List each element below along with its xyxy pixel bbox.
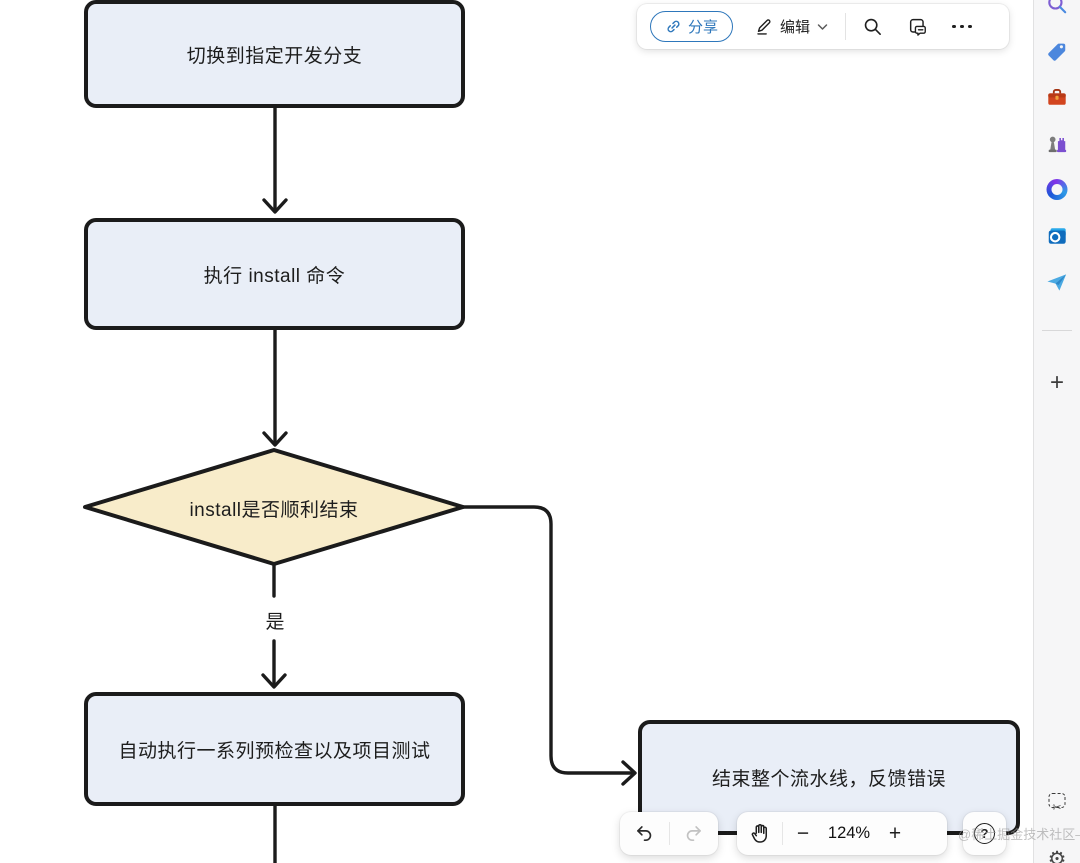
hand-icon bbox=[751, 824, 768, 843]
sidebar-divider bbox=[1042, 330, 1072, 331]
flow-node-label: 执行 install 命令 bbox=[203, 265, 346, 287]
search-icon bbox=[1048, 0, 1067, 14]
flow-node-install: 执行 install 命令 bbox=[84, 218, 465, 330]
zoom-out-button[interactable]: − bbox=[796, 822, 810, 845]
outlook-icon bbox=[1048, 228, 1066, 244]
comments-icon bbox=[909, 18, 926, 36]
sidebar-games-button[interactable] bbox=[1046, 132, 1068, 154]
screenshot-snip-icon: ✂ bbox=[1048, 793, 1066, 814]
pencil-icon bbox=[757, 19, 771, 35]
sidebar-settings-button[interactable]: ⚙ bbox=[1047, 847, 1067, 863]
share-label: 分享 bbox=[688, 19, 719, 36]
ellipsis-icon bbox=[952, 24, 956, 29]
toolbar-divider bbox=[845, 13, 847, 40]
zoom-in-button[interactable]: + bbox=[888, 822, 902, 845]
browser-sidebar: + ✂ ⚙ bbox=[1033, 0, 1080, 863]
sidebar-microsoft365-button[interactable] bbox=[1046, 179, 1068, 200]
zoom-level-label: 124% bbox=[827, 824, 871, 842]
edge-yes-label: 是 bbox=[265, 612, 285, 633]
flow-decision-label: install是否顺利结束 bbox=[189, 500, 359, 521]
flow-node-label: 自动执行一系列预检查以及项目测试 bbox=[118, 740, 431, 762]
viewer-toolbar: 分享 编辑 bbox=[637, 4, 1009, 49]
help-toolbar: ? bbox=[963, 812, 1006, 855]
redo-icon bbox=[687, 826, 702, 841]
decision-diamond bbox=[83, 448, 465, 566]
sidebar-tools-button[interactable] bbox=[1046, 86, 1068, 108]
edit-label: 编辑 bbox=[780, 19, 811, 36]
paper-plane-icon bbox=[1047, 274, 1067, 291]
sidebar-add-button[interactable]: + bbox=[1049, 369, 1065, 396]
search-button[interactable] bbox=[862, 16, 883, 37]
ellipsis-icon bbox=[960, 24, 964, 29]
sidebar-messaging-button[interactable] bbox=[1046, 271, 1069, 294]
sidebar-outlook-button[interactable] bbox=[1046, 225, 1068, 247]
flow-node-precheck-tests: 自动执行一系列预检查以及项目测试 bbox=[84, 692, 465, 806]
toolbar-divider bbox=[668, 822, 670, 845]
hand-tool-button[interactable] bbox=[749, 822, 772, 845]
toolbox-icon bbox=[1048, 89, 1066, 105]
share-button[interactable]: 分享 bbox=[650, 11, 734, 42]
undo-button[interactable] bbox=[634, 823, 655, 844]
arrowhead-1 bbox=[262, 198, 288, 214]
edge-check-fail bbox=[461, 505, 634, 775]
redo-button[interactable] bbox=[683, 823, 704, 844]
flow-node-checkout: 切换到指定开发分支 bbox=[84, 0, 465, 108]
sidebar-search-button[interactable] bbox=[1046, 0, 1068, 15]
more-options-button[interactable] bbox=[952, 24, 972, 29]
zoom-toolbar: − 124% + bbox=[737, 812, 947, 855]
help-button[interactable]: ? bbox=[974, 823, 995, 844]
toolbar-divider bbox=[782, 822, 783, 845]
arrowhead-4 bbox=[621, 760, 637, 786]
link-icon bbox=[667, 20, 680, 33]
arrowhead-3 bbox=[261, 673, 287, 689]
ellipsis-icon bbox=[968, 24, 972, 29]
comments-button[interactable] bbox=[907, 16, 929, 38]
edit-button[interactable]: 编辑 bbox=[754, 16, 828, 37]
search-icon bbox=[864, 18, 881, 35]
undo-icon bbox=[636, 826, 651, 841]
arrowhead-2 bbox=[262, 431, 288, 447]
chevron-down-icon[interactable] bbox=[817, 23, 828, 31]
games-chess-icon bbox=[1048, 136, 1067, 153]
flow-node-label: 切换到指定开发分支 bbox=[186, 45, 363, 67]
history-toolbar bbox=[620, 812, 718, 855]
sidebar-screenshot-button[interactable]: ✂ bbox=[1048, 793, 1066, 814]
flow-node-label: 结束整个流水线，反馈错误 bbox=[711, 769, 946, 790]
scissors-icon: ✂ bbox=[1052, 801, 1062, 814]
shopping-tag-icon bbox=[1048, 43, 1066, 61]
sidebar-shopping-button[interactable] bbox=[1046, 40, 1068, 62]
